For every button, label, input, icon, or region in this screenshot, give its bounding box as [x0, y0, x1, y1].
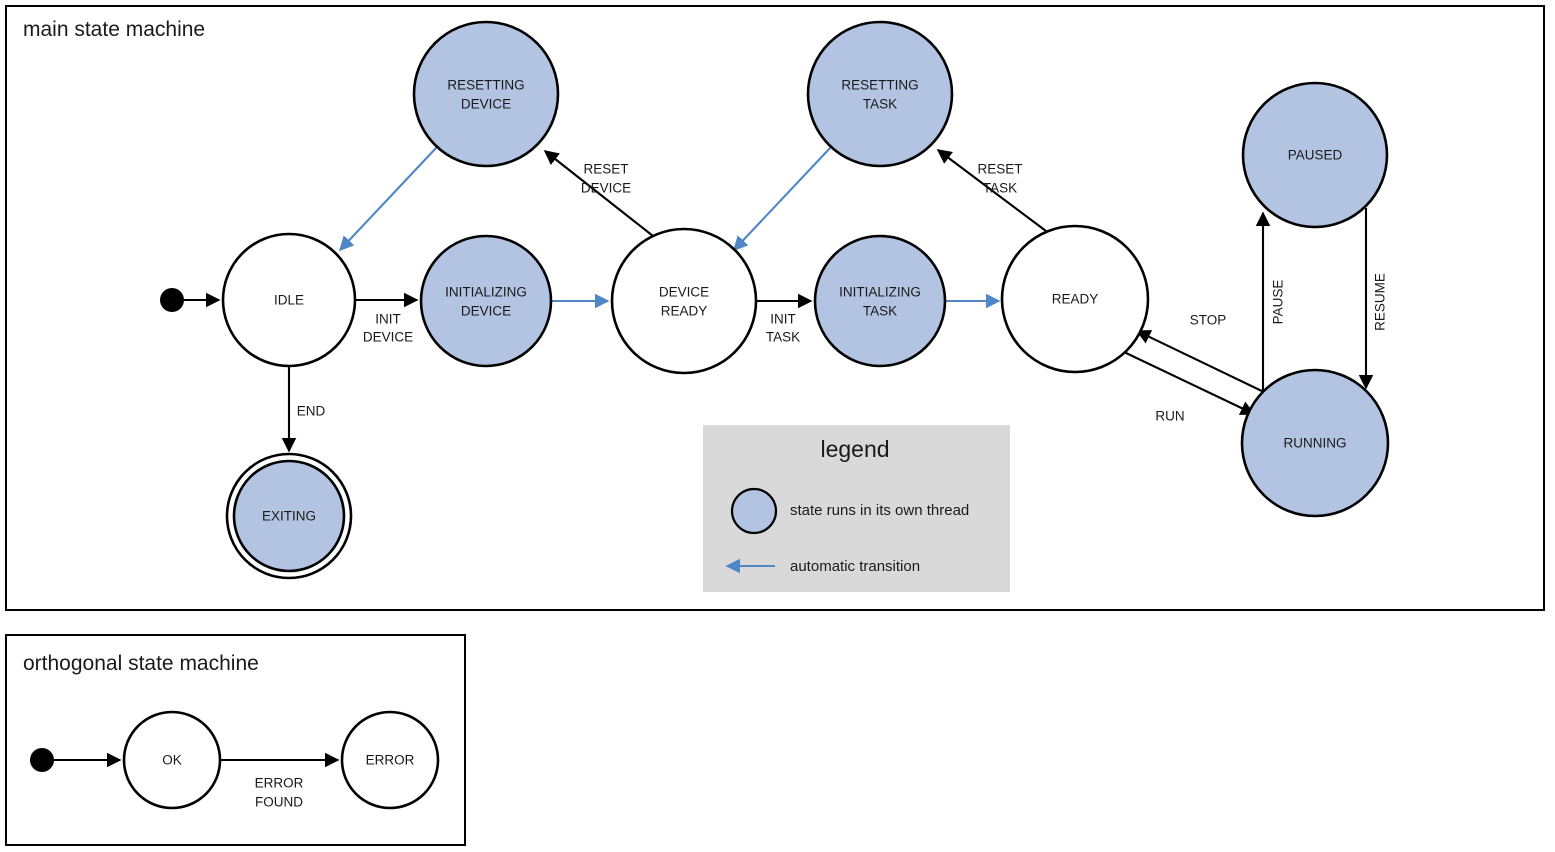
- state-paused[interactable]: PAUSED: [1241, 81, 1389, 229]
- legend-threaded-state-icon: [730, 487, 778, 535]
- transition-label-init-task-line1: INIT: [770, 312, 796, 327]
- state-ready-circle[interactable]: [1000, 224, 1150, 374]
- transition-label-init-task-line2: TASK: [766, 330, 800, 345]
- transition-running-to-ready[interactable]: [1135, 330, 1267, 394]
- state-resetting-task-label-line2: TASK: [863, 97, 897, 112]
- transition-ready-to-running[interactable]: [1123, 351, 1256, 415]
- main-state-machine-title: main state machine: [23, 18, 205, 41]
- transition-ready-to-resetting-task[interactable]: [936, 149, 1047, 232]
- legend-item-label-automatic-transition: automatic transition: [790, 558, 920, 575]
- state-running[interactable]: RUNNING: [1240, 368, 1390, 518]
- state-initializing-task[interactable]: INITIALIZING TASK: [813, 234, 947, 368]
- transition-label-init-device-line2: DEVICE: [363, 330, 413, 345]
- state-resetting-task-label-line1: RESETTING: [841, 78, 918, 93]
- state-ready-label: READY: [1052, 292, 1099, 307]
- state-device-ready[interactable]: DEVICE READY: [610, 227, 758, 375]
- state-exiting-label: EXITING: [262, 509, 316, 524]
- state-initializing-device[interactable]: INITIALIZING DEVICE: [419, 234, 553, 368]
- state-resetting-device-label-line2: DEVICE: [461, 97, 511, 112]
- state-device-ready-label-line2: READY: [661, 304, 708, 319]
- state-paused-circle[interactable]: [1241, 81, 1389, 229]
- state-idle-circle[interactable]: [221, 232, 357, 368]
- legend-item-label-threaded-state: state runs in its own thread: [790, 502, 969, 519]
- main-transitions: INIT DEVICE END RESET DEVICE INIT TASK R…: [184, 146, 1388, 453]
- transition-label-reset-task-line1: RESET: [977, 162, 1022, 177]
- transition-resetting-task-to-device-ready[interactable]: [732, 146, 832, 252]
- state-initializing-task-circle[interactable]: [813, 234, 947, 368]
- state-ok-circle[interactable]: [122, 710, 222, 810]
- state-initializing-task-label-line2: TASK: [863, 304, 897, 319]
- transition-label-run: RUN: [1155, 409, 1184, 424]
- transition-label-reset-device-line2: DEVICE: [581, 181, 631, 196]
- state-running-label: RUNNING: [1284, 436, 1347, 451]
- state-exiting-circle[interactable]: [232, 459, 346, 573]
- transition-label-error-found-line2: FOUND: [255, 795, 303, 810]
- transition-label-resume: RESUME: [1373, 273, 1388, 331]
- transition-label-end: END: [297, 404, 326, 419]
- legend-title: legend: [820, 436, 889, 462]
- state-initializing-device-circle[interactable]: [419, 234, 553, 368]
- state-ready[interactable]: READY: [1000, 224, 1150, 374]
- state-initializing-task-label-line1: INITIALIZING: [839, 285, 921, 300]
- state-resetting-task[interactable]: RESETTING TASK: [806, 20, 954, 168]
- state-ok[interactable]: OK: [122, 710, 222, 810]
- state-resetting-task-circle[interactable]: [806, 20, 954, 168]
- transition-label-init-device-line1: INIT: [375, 312, 401, 327]
- state-resetting-device-label-line1: RESETTING: [447, 78, 524, 93]
- transition-device-ready-to-resetting-device[interactable]: [543, 150, 654, 237]
- state-error-label: ERROR: [366, 753, 415, 768]
- transition-label-error-found-line1: ERROR: [255, 776, 304, 791]
- main-states: IDLE RESETTING DEVICE INITIALIZING DEVIC…: [160, 20, 1390, 580]
- orthogonal-state-machine-title: orthogonal state machine: [23, 652, 259, 675]
- state-ok-label: OK: [162, 753, 182, 768]
- initial-pseudostate-orthogonal[interactable]: [30, 748, 54, 772]
- legend: legend state runs in its own thread auto…: [703, 425, 1010, 592]
- state-exiting[interactable]: EXITING: [225, 452, 353, 580]
- state-resetting-device[interactable]: RESETTING DEVICE: [412, 20, 560, 168]
- state-idle[interactable]: IDLE: [221, 232, 357, 368]
- transition-label-reset-device-line1: RESET: [583, 162, 628, 177]
- state-running-circle[interactable]: [1240, 368, 1390, 518]
- transition-resetting-device-to-idle[interactable]: [338, 146, 438, 252]
- orthogonal-state-machine-container: orthogonal state machine ERROR FOUND OK …: [5, 634, 466, 846]
- state-initializing-device-label-line1: INITIALIZING: [445, 285, 527, 300]
- transition-label-pause: PAUSE: [1271, 280, 1286, 325]
- transition-label-stop: STOP: [1190, 313, 1227, 328]
- transition-label-reset-task-line2: TASK: [983, 181, 1017, 196]
- state-initializing-device-label-line2: DEVICE: [461, 304, 511, 319]
- state-error[interactable]: ERROR: [340, 710, 440, 810]
- initial-pseudostate-main[interactable]: [160, 288, 184, 312]
- state-error-circle[interactable]: [340, 710, 440, 810]
- state-idle-label: IDLE: [274, 293, 304, 308]
- state-paused-label: PAUSED: [1288, 148, 1343, 163]
- state-device-ready-circle[interactable]: [610, 227, 758, 375]
- state-device-ready-label-line1: DEVICE: [659, 285, 709, 300]
- state-resetting-device-circle[interactable]: [412, 20, 560, 168]
